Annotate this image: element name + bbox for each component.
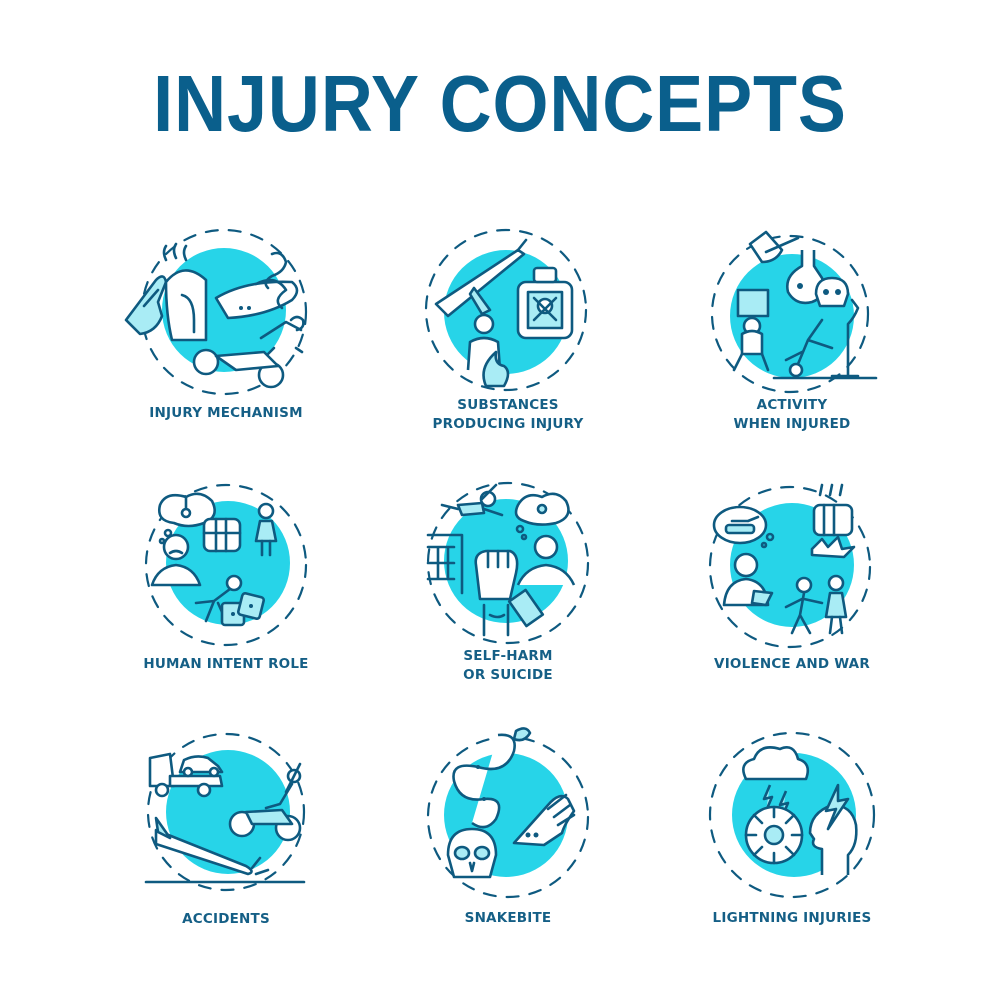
- concept-illustration: [144, 483, 308, 647]
- dashed-ring: [708, 485, 872, 649]
- hand-icon: [124, 275, 168, 336]
- skull-icon: [446, 827, 498, 879]
- concept-label: SUBSTANCES PRODUCING INJURY: [432, 397, 584, 432]
- concept-card-self-harm-or-suicide: SELF-HARM OR SUICIDE: [378, 475, 638, 715]
- concept-label: ACTIVITY WHEN INJURED: [733, 397, 851, 432]
- hand-bite-icon: [512, 793, 576, 847]
- concept-card-snakebite: SNAKEBITE: [378, 725, 638, 965]
- concept-illustration: [124, 228, 308, 396]
- tow-truck-icon: [148, 752, 224, 798]
- storm-cloud-icon: [742, 746, 810, 781]
- concept-card-lightning-injuries: LIGHTNING INJURIES: [662, 725, 922, 965]
- dashed-ring: [426, 481, 590, 645]
- plane-crash-icon: [154, 816, 270, 876]
- motorcycle-crash-icon: [192, 315, 305, 389]
- concept-label: VIOLENCE AND WAR: [714, 656, 870, 672]
- falling-person-icon: [784, 318, 834, 378]
- cliff-icon: [772, 298, 878, 380]
- concept-card-injury-mechanism: INJURY MECHANISM: [96, 220, 356, 460]
- skull-icon: [814, 276, 850, 308]
- car-icon: [178, 755, 224, 778]
- jumping-person-icon: [440, 483, 504, 517]
- concept-card-activity-when-injured: ACTIVITY WHEN INJURED: [662, 220, 922, 460]
- fist-icon: [474, 549, 519, 637]
- eye-burn-icon: [744, 805, 804, 865]
- woman-icon: [254, 502, 278, 557]
- concept-illustration: [426, 481, 590, 645]
- motorcycle-crash-icon: [228, 762, 302, 842]
- fist-icon: [202, 517, 242, 553]
- dice-icon: [220, 592, 265, 627]
- concept-card-substances-producing-injury: SUBSTANCES PRODUCING INJURY: [378, 220, 638, 460]
- snake-icon: [452, 727, 532, 829]
- soldier-icon: [784, 576, 824, 635]
- concept-label: HUMAN INTENT ROLE: [143, 656, 309, 672]
- concept-card-violence-and-war: VIOLENCE AND WAR: [662, 475, 922, 715]
- concept-illustration: [144, 732, 306, 892]
- woman-icon: [824, 574, 848, 635]
- dashed-ring: [710, 234, 870, 394]
- tank-thought-icon: [712, 505, 775, 549]
- razor-blade-icon: [507, 588, 545, 628]
- concept-illustration: [424, 228, 588, 392]
- noose-thought-icon: [514, 492, 570, 541]
- concept-illustration: [710, 230, 878, 394]
- snake-icon: [214, 251, 299, 320]
- concept-illustration: [708, 483, 872, 649]
- dashed-ring: [424, 228, 588, 392]
- page-title: INJURY CONCEPTS: [153, 59, 847, 148]
- concept-label: ACCIDENTS: [182, 911, 270, 927]
- concept-label: INJURY MECHANISM: [149, 405, 303, 421]
- concept-illustration: [426, 727, 590, 899]
- dashed-ring: [144, 483, 308, 647]
- dashed-ring: [708, 731, 876, 899]
- falling-person-icon: [194, 574, 243, 623]
- concept-card-accidents: ACCIDENTS: [96, 728, 356, 968]
- punch-icon: [810, 483, 856, 559]
- concept-label: SELF-HARM OR SUICIDE: [463, 648, 553, 683]
- concept-illustration: [708, 731, 876, 899]
- concept-card-human-intent-role: HUMAN INTENT ROLE: [96, 475, 356, 715]
- concept-label: SNAKEBITE: [464, 910, 552, 926]
- iron-icon: [162, 242, 208, 342]
- injured-soldier-icon: [722, 552, 774, 607]
- person-lifting-icon: [732, 288, 770, 372]
- concept-label: LIGHTNING INJURIES: [712, 910, 872, 926]
- building-icon: [426, 533, 464, 595]
- sad-person-icon: [516, 534, 576, 586]
- dashed-ring: [146, 732, 306, 892]
- sad-person-icon: [150, 533, 202, 587]
- head-lightning-icon: [808, 783, 858, 875]
- poison-bottle-icon: [516, 266, 574, 340]
- noose-thought-icon: [158, 492, 216, 545]
- fire-icon: [482, 350, 510, 388]
- hand-with-pen-icon: [748, 230, 800, 264]
